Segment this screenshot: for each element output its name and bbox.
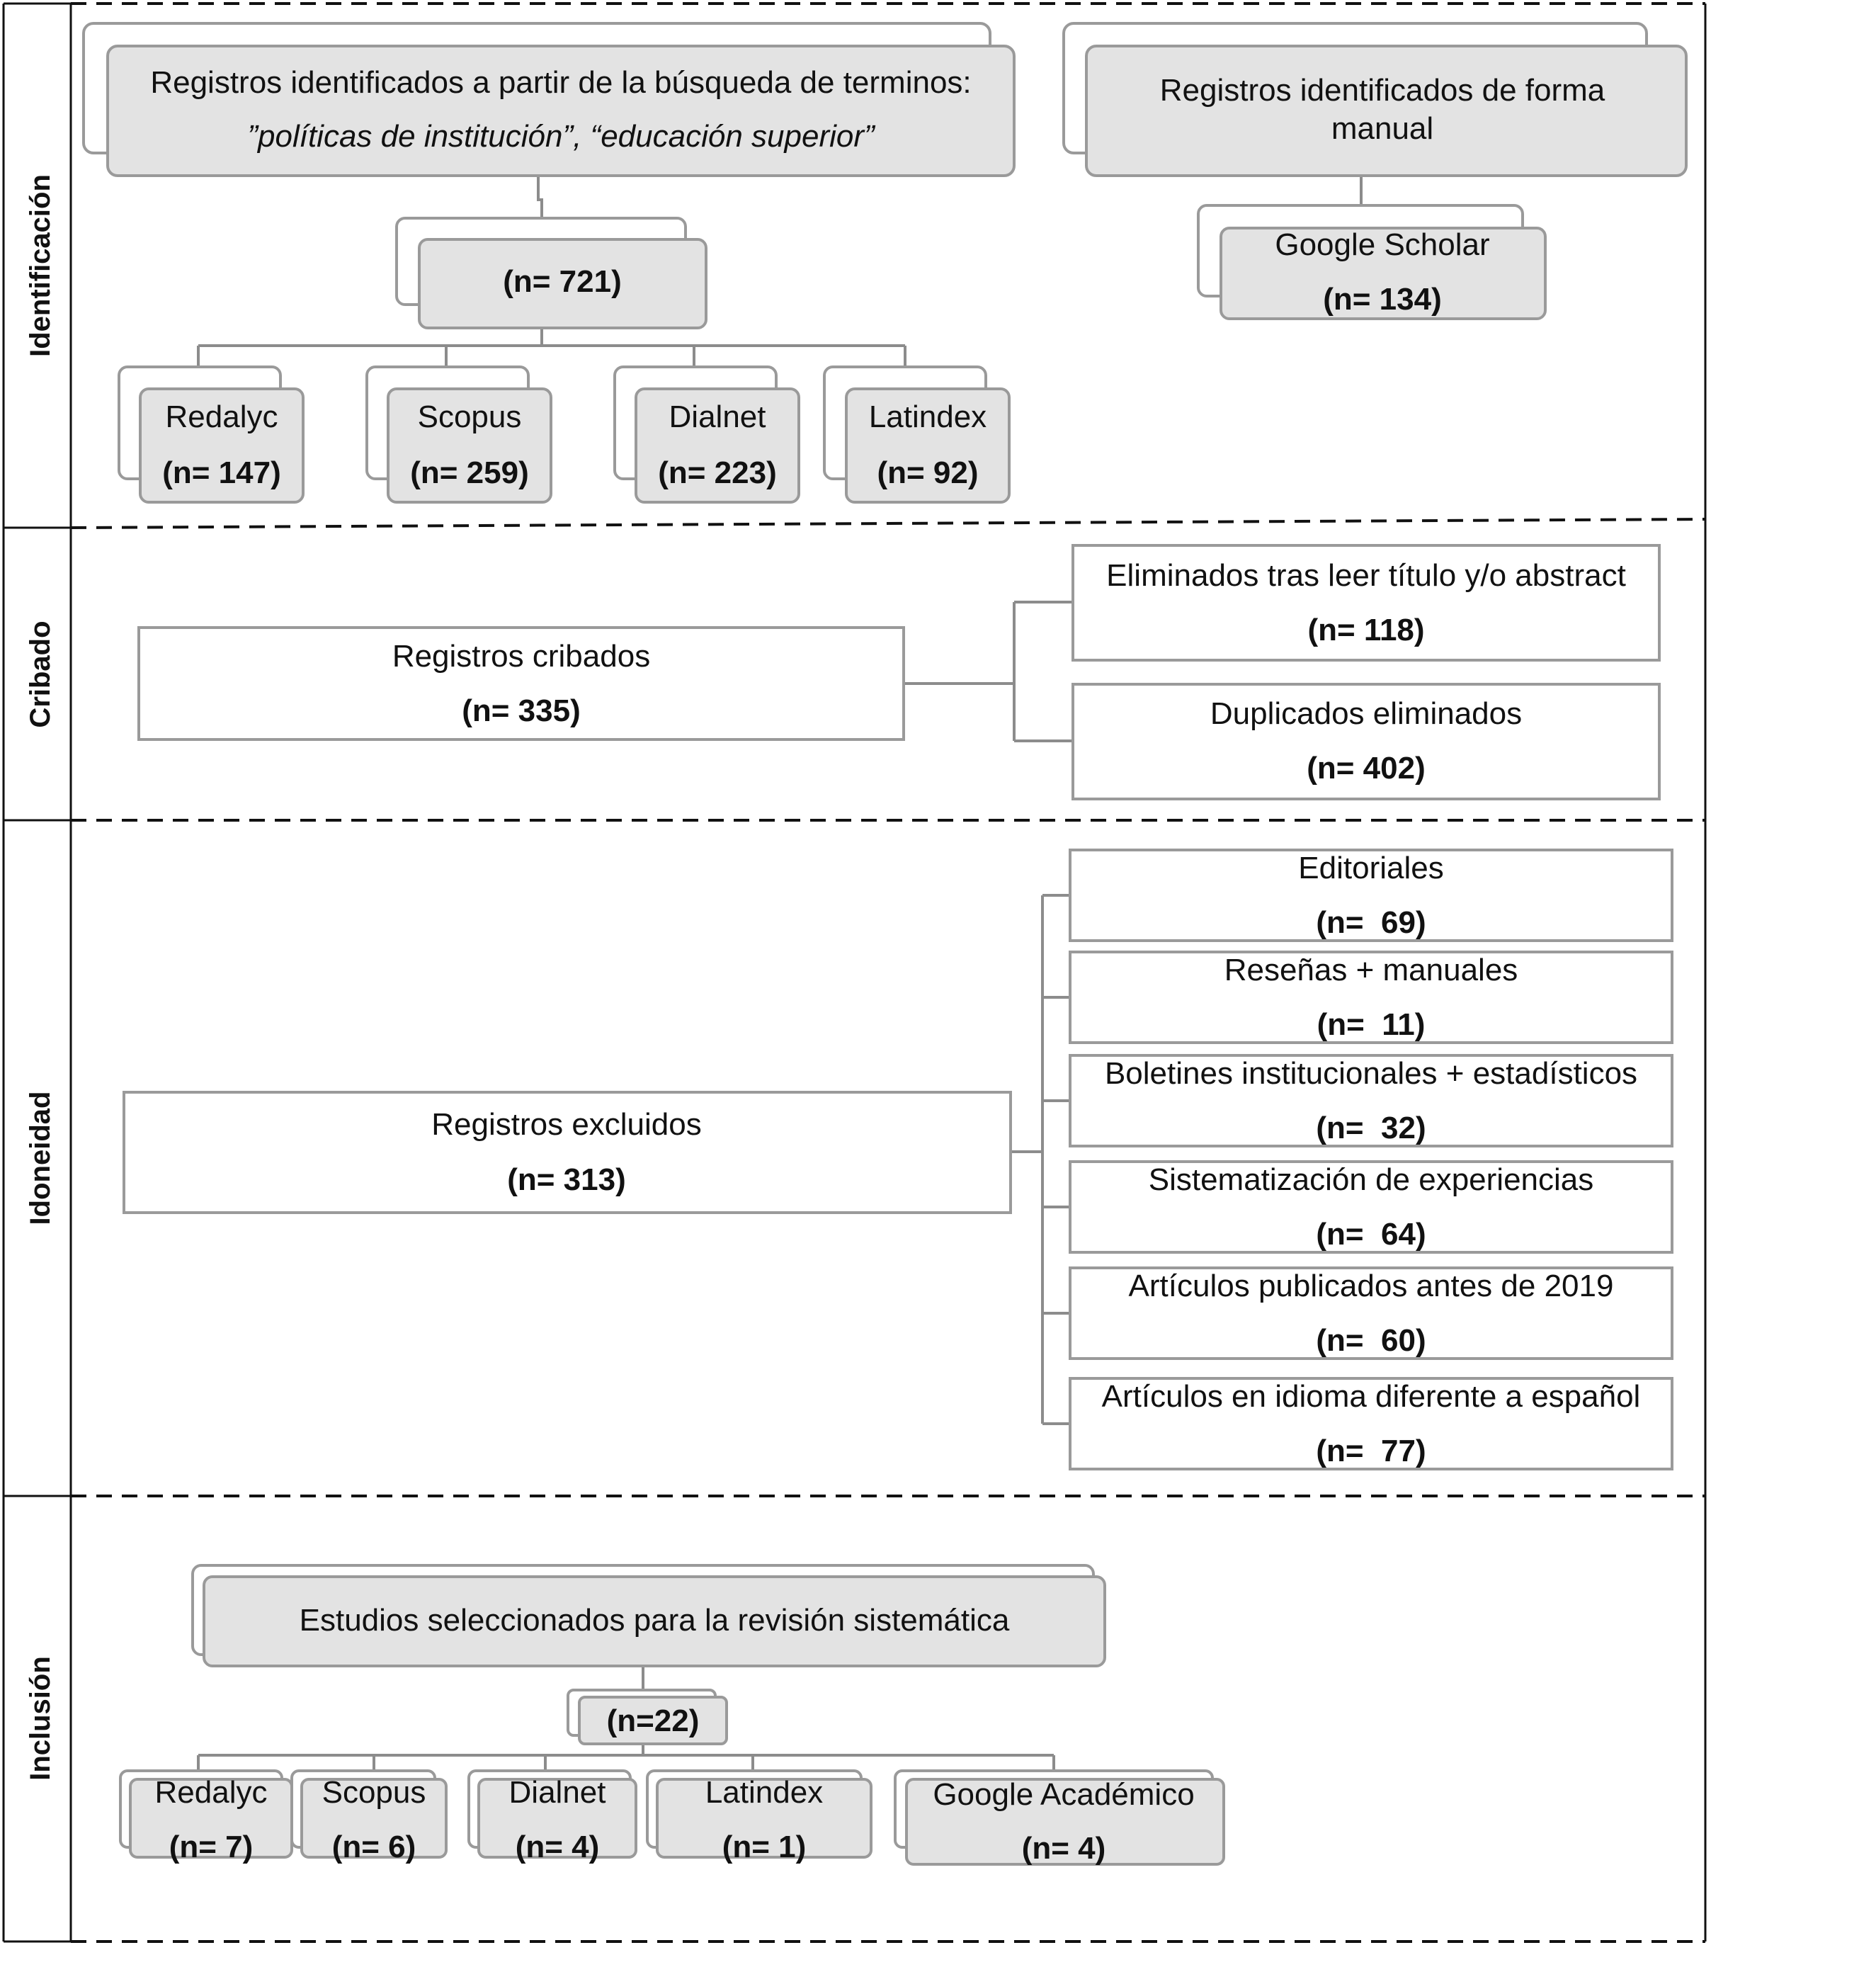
database-name: Dialnet [669,399,766,434]
database-node-latindex: Latindex (n= 92) [823,365,1011,504]
screened-records-label: Registros cribados [392,639,650,674]
exclusion-reason-count: (n= 69) [1316,905,1426,940]
phase-label-cribado: Cribado [25,620,56,727]
excluded-records-node: Registros excluidos (n= 313) [123,1091,1012,1214]
database-count: (n= 223) [658,455,777,490]
duplicates-removed-label: Duplicados eliminados [1210,696,1522,731]
phase-label-idoneidad: Idoneidad [25,1092,56,1225]
included-source-google-academico: Google Académico (n= 4) [894,1769,1225,1866]
phase-frame [2,2,1707,1943]
included-source-latindex: Latindex (n= 1) [646,1769,872,1864]
manual-records-line1: Registros identificados de forma [1160,73,1605,108]
exclusion-reason-count: (n= 64) [1316,1217,1426,1252]
included-source-count: (n= 1) [722,1830,807,1864]
included-source-name: Latindex [705,1775,823,1810]
exclusion-reason-count: (n= 77) [1316,1434,1426,1468]
phase-dividers [70,2,1706,1943]
identified-total-count: (n= 721) [503,264,622,299]
included-source-count: (n= 7) [169,1830,254,1864]
search-records-node: Registros identificados a partir de la b… [82,22,1016,177]
google-scholar-node: Google Scholar (n= 134) [1197,204,1547,320]
duplicates-removed-node: Duplicados eliminados (n= 402) [1071,683,1661,800]
database-node-scopus: Scopus (n= 259) [365,365,552,504]
exclusion-reason-count: (n= 60) [1316,1323,1426,1358]
exclusion-reason-antes-2019: Artículos publicados antes de 2019 (n= 6… [1069,1266,1673,1360]
exclusion-reason-count: (n= 11) [1317,1007,1426,1042]
exclusion-reason-label: Reseñas + manuales [1224,953,1518,987]
database-name: Redalyc [166,399,278,434]
database-node-dialnet: Dialnet (n= 223) [613,365,800,504]
included-total-node: (n=22) [567,1689,728,1745]
database-node-redalyc: Redalyc (n= 147) [118,365,305,504]
exclusion-reason-editoriales: Editoriales (n= 69) [1069,849,1673,942]
google-scholar-name: Google Scholar [1275,227,1489,262]
included-source-scopus: Scopus (n= 6) [290,1769,448,1864]
database-name: Latindex [869,399,987,434]
included-source-name: Google Académico [933,1777,1194,1812]
exclusion-reason-count: (n= 32) [1316,1111,1426,1145]
database-count: (n= 259) [410,455,529,490]
exclusion-reason-label: Artículos publicados antes de 2019 [1129,1269,1614,1303]
selected-studies-node: Estudios seleccionados para la revisión … [191,1564,1106,1667]
exclusion-reason-boletines: Boletines institucionales + estadísticos… [1069,1054,1673,1147]
included-total-count: (n=22) [607,1704,700,1738]
included-source-count: (n= 4) [516,1830,600,1864]
identified-total-node: (n= 721) [395,217,707,329]
manual-records-node: Registros identificados de forma manual [1062,22,1688,177]
included-source-count: (n= 6) [332,1830,416,1864]
screened-records-node: Registros cribados (n= 335) [137,626,905,741]
removed-after-abstract-label: Eliminados tras leer título y/o abstract [1106,558,1626,593]
database-count: (n= 92) [877,455,978,490]
exclusion-reason-label: Editoriales [1298,851,1443,885]
phase-label-identificacion: Identificación [25,174,56,357]
duplicates-removed-count: (n= 402) [1307,751,1426,786]
phase-label-inclusion: Inclusión [25,1656,56,1781]
removed-after-abstract-node: Eliminados tras leer título y/o abstract… [1071,544,1661,662]
search-records-line1: Registros identificados a partir de la b… [150,65,971,100]
removed-after-abstract-count: (n= 118) [1307,613,1424,647]
database-count: (n= 147) [162,455,281,490]
exclusion-reason-label: Artículos en idioma diferente a español [1102,1379,1641,1414]
exclusion-reason-label: Sistematización de experiencias [1149,1162,1594,1197]
included-source-name: Scopus [322,1775,426,1810]
google-scholar-count: (n= 134) [1323,282,1442,317]
included-source-redalyc: Redalyc (n= 7) [119,1769,293,1864]
exclusion-reason-idioma: Artículos en idioma diferente a español … [1069,1377,1673,1470]
database-name: Scopus [418,399,522,434]
included-source-count: (n= 4) [1022,1831,1106,1866]
search-records-line2: ”políticas de institución”, “educación s… [247,119,876,154]
excluded-records-label: Registros excluidos [431,1107,702,1142]
included-source-name: Dialnet [509,1775,606,1810]
exclusion-reason-resenas: Reseñas + manuales (n= 11) [1069,951,1673,1044]
manual-records-line2: manual [1331,111,1433,146]
connectors [197,176,1363,1771]
included-source-name: Redalyc [155,1775,268,1810]
exclusion-reason-label: Boletines institucionales + estadísticos [1105,1056,1637,1091]
screened-records-count: (n= 335) [462,693,581,728]
included-source-dialnet: Dialnet (n= 4) [467,1769,637,1864]
excluded-records-count: (n= 313) [507,1162,626,1197]
exclusion-reason-sistematizacion: Sistematización de experiencias (n= 64) [1069,1160,1673,1254]
selected-studies-label: Estudios seleccionados para la revisión … [300,1603,1010,1638]
